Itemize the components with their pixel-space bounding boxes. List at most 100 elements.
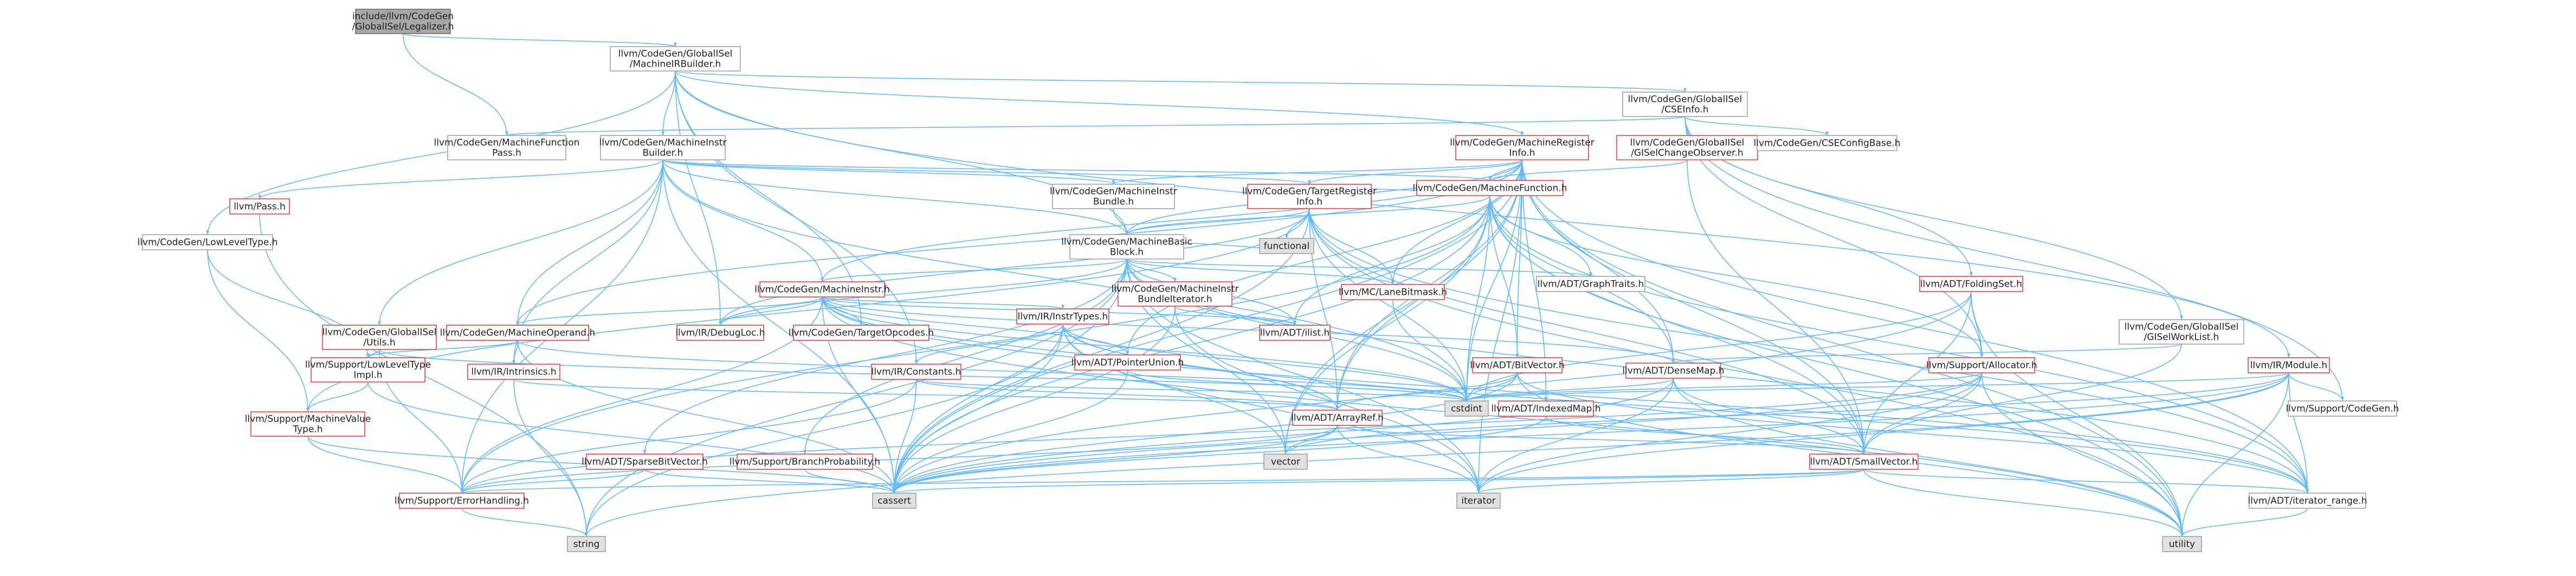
- edge-arrowhead: [377, 321, 382, 325]
- node-box: [322, 325, 437, 350]
- node-csebase[interactable]: llvm/CodeGen/CSEConfigBase.h: [1754, 135, 1901, 151]
- node-label: llvm/CodeGen/GlobalISel: [1630, 138, 1745, 148]
- node-label: llvm/CodeGen/GlobalISel: [322, 327, 437, 338]
- node-iterator[interactable]: iterator: [1456, 493, 1501, 509]
- node-bitvector[interactable]: llvm/ADT/BitVector.h: [1470, 357, 1565, 373]
- node-arrayref[interactable]: llvm/ADT/ArrayRef.h: [1291, 410, 1384, 426]
- edge-ptrunion-to-cstdint: [1127, 370, 1467, 402]
- node-giutils[interactable]: llvm/CodeGen/GlobalISel/Utils.h: [322, 325, 437, 350]
- node-legalizer: include/llvm/CodeGen/GlobalISel/Legalize…: [352, 9, 454, 34]
- node-sparsebv[interactable]: llvm/ADT/SparseBitVector.h: [582, 454, 708, 470]
- node-label: Builder.h: [643, 148, 683, 159]
- node-functional[interactable]: functional: [1259, 238, 1314, 254]
- edge-cseinfo-to-supportcodegen: [1684, 116, 2343, 402]
- edge-arrowhead: [1683, 88, 1687, 92]
- node-lowlevel[interactable]: llvm/CodeGen/LowLevelType.h: [137, 234, 278, 250]
- node-intrinsics[interactable]: llvm/IR/Intrinsics.h: [467, 364, 560, 380]
- node-label: llvm/CodeGen/MachineBasic: [1061, 237, 1192, 248]
- node-ptrunion[interactable]: llvm/ADT/PointerUnion.h: [1071, 354, 1184, 371]
- node-box: [1416, 180, 1564, 196]
- node-branchprob[interactable]: llvm/Support/BranchProbability.h: [729, 454, 880, 470]
- node-box: [1341, 284, 1445, 300]
- node-mf[interactable]: llvm/CodeGen/MachineFunction.h: [1412, 180, 1567, 196]
- node-label: llvm/IR/DebugLoc.h: [675, 328, 765, 339]
- edge-mi-to-instrtypes: [822, 296, 1063, 309]
- node-allocator[interactable]: llvm/Support/Allocator.h: [1926, 357, 2037, 373]
- edge-arrowhead: [1061, 305, 1065, 309]
- node-worklist[interactable]: llvm/CodeGen/GlobalISel/GISelWorkList.h: [2119, 319, 2244, 345]
- edge-legalizer-to-mirbuilder: [402, 33, 676, 47]
- node-label: Type.h: [292, 424, 322, 435]
- edge-arrowhead: [584, 532, 589, 536]
- node-indexedmap[interactable]: llvm/ADT/IndexedMap.h: [1491, 400, 1601, 417]
- node-foldingset[interactable]: llvm/ADT/FoldingSet.h: [1919, 276, 2023, 292]
- edge-arrowhead: [2340, 397, 2345, 401]
- edge-mbb-to-mibundleiter: [1126, 258, 1176, 282]
- node-module[interactable]: llvm/IR/Module.h: [2248, 357, 2330, 373]
- edge-mf-to-ilist: [1294, 195, 1490, 326]
- edge-mirbuilder-to-module: [675, 70, 2289, 358]
- edge-mf-to-utility: [1489, 195, 2183, 537]
- node-graphtraits[interactable]: llvm/ADT/GraphTraits.h: [1536, 276, 1645, 292]
- edge-mib-to-mf: [662, 159, 1490, 181]
- node-smallvector[interactable]: llvm/ADT/SmallVector.h: [1809, 454, 1919, 470]
- edge-arrayref-to-vector: [1285, 425, 1338, 455]
- node-ilist[interactable]: llvm/ADT/ilist.h: [1259, 325, 1331, 341]
- node-string[interactable]: string: [567, 536, 606, 552]
- edge-bitvector-to-cassert: [894, 372, 1518, 494]
- node-box: [1472, 357, 1563, 373]
- node-label: llvm/Support/MachineValue: [245, 414, 371, 425]
- node-targetopcodes[interactable]: llvm/CodeGen/TargetOpcodes.h: [789, 325, 934, 341]
- edge-tri-to-cstdint: [1309, 208, 1467, 402]
- node-constants[interactable]: llvm/IR/Constants.h: [871, 364, 961, 380]
- edge-mib-to-mbb: [662, 159, 1127, 235]
- node-mirbuilder[interactable]: llvm/CodeGen/GlobalISel/MachineIRBuilder…: [610, 46, 741, 72]
- edge-module-to-supportcodegen: [2288, 372, 2343, 402]
- node-supportcodegen[interactable]: llvm/Support/CodeGen.h: [2286, 400, 2399, 417]
- edge-densemap-to-cstdint: [1466, 378, 1674, 402]
- node-gischange[interactable]: llvm/CodeGen/GlobalISel/GISelChangeObser…: [1616, 135, 1758, 160]
- node-errorhandling[interactable]: llvm/Support/ErrorHandling.h: [395, 493, 529, 509]
- node-box: [872, 493, 916, 509]
- node-label: llvm/ADT/FoldingSet.h: [1920, 279, 2022, 290]
- node-densemap[interactable]: llvm/ADT/DenseMap.h: [1622, 363, 1725, 379]
- edge-mibundleiter-to-cassert: [894, 306, 1176, 494]
- edge-mirbuilder-to-mib: [662, 70, 676, 136]
- node-pass[interactable]: llvm/Pass.h: [229, 198, 290, 215]
- node-box: [1074, 354, 1181, 371]
- node-mo[interactable]: llvm/CodeGen/MachineOperand.h: [440, 325, 595, 341]
- edge-mib-to-cstdint: [662, 159, 1467, 402]
- node-mibundleiter[interactable]: llvm/CodeGen/MachineInstrBundleIterator.…: [1112, 281, 1239, 307]
- node-cstdint[interactable]: cstdint: [1444, 400, 1489, 417]
- node-box: [737, 454, 873, 470]
- node-mi[interactable]: llvm/CodeGen/MachineInstr.h: [754, 281, 890, 297]
- edge-densemap-to-utility: [1673, 378, 2183, 537]
- edge-arrowhead: [2287, 353, 2291, 358]
- node-label: vector: [1271, 457, 1300, 468]
- node-box: [2248, 357, 2330, 373]
- node-cassert[interactable]: cassert: [872, 493, 916, 509]
- node-box: [567, 536, 606, 552]
- node-utility[interactable]: utility: [2162, 536, 2202, 552]
- node-lanemask[interactable]: llvm/MC/LaneBitmask.h: [1339, 284, 1447, 300]
- edge-cseinfo-to-allocator: [1684, 116, 1983, 358]
- edge-foldingset-to-cstdint: [1466, 291, 1972, 402]
- node-label: llvm/CodeGen/LowLevelType.h: [137, 237, 277, 248]
- edge-branchprob-to-cassert: [804, 469, 895, 494]
- edge-mib-to-mibundle: [662, 159, 1114, 185]
- edge-mri-to-iterator: [1478, 159, 1523, 494]
- node-iterrange[interactable]: llvm/ADT/iterator_range.h: [2248, 493, 2367, 509]
- node-vector[interactable]: vector: [1263, 454, 1308, 470]
- node-box: [1919, 276, 2023, 292]
- node-instrtypes[interactable]: llvm/IR/InstrTypes.h: [1016, 308, 1109, 325]
- node-debugloc[interactable]: llvm/IR/DebugLoc.h: [675, 325, 765, 341]
- node-cseinfo[interactable]: llvm/CodeGen/GlobalISel/CSEInfo.h: [1622, 92, 1748, 117]
